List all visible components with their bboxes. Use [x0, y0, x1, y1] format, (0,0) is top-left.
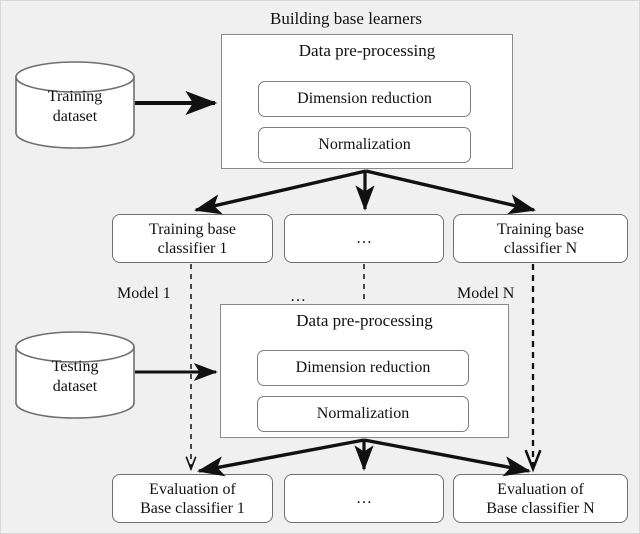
preprocessing-bottom-heading: Data pre-processing — [296, 311, 433, 330]
evaluation-base-classifier-1-line1: Evaluation of — [149, 480, 236, 498]
testing-dataset-cylinder: Testing dataset — [14, 331, 136, 419]
diagram-title: Building base learners — [269, 9, 422, 28]
training-dataset-cylinder: Training dataset — [14, 61, 136, 149]
training-base-classifier-ellipsis-box[interactable]: … — [284, 214, 444, 263]
evaluation-base-classifier-1-box[interactable]: Evaluation of Base classifier 1 — [112, 474, 273, 523]
arrow-preprocessing-to-classifier-n — [365, 169, 536, 215]
model-n-label: Model N — [457, 285, 515, 302]
arrow-preprocessing-to-evaluation-n — [363, 438, 532, 477]
dimension-reduction-label-top: Dimension reduction — [297, 90, 432, 107]
normalization-box-top[interactable]: Normalization — [258, 127, 471, 163]
evaluation-ellipsis-box[interactable]: … — [284, 474, 444, 523]
evaluation-base-classifier-1-line2: Base classifier 1 — [140, 499, 245, 517]
training-dataset-label: Training dataset — [14, 87, 136, 127]
preprocessing-box-bottom: Data pre-processing Dimension reduction … — [220, 304, 509, 438]
testing-dataset-line1: Testing — [51, 358, 99, 375]
preprocessing-top-heading: Data pre-processing — [298, 41, 436, 60]
arrow-preprocessing-to-classifier-1 — [194, 169, 367, 215]
arrow-preprocessing-to-evaluation-1 — [196, 438, 365, 477]
testing-dataset-label: Testing dataset — [14, 357, 136, 397]
normalization-label-top: Normalization — [318, 136, 411, 153]
evaluation-base-classifier-n-box[interactable]: Evaluation of Base classifier N — [453, 474, 628, 523]
training-base-classifier-ellipsis-label: … — [356, 230, 372, 247]
training-base-classifier-1-line1: Training base — [149, 220, 236, 238]
training-base-classifier-n-box[interactable]: Training base classifier N — [453, 214, 628, 263]
training-base-classifier-1-line2: classifier 1 — [157, 239, 228, 257]
training-dataset-line1: Training — [47, 88, 103, 105]
cylinder-shape — [15, 331, 135, 419]
evaluation-base-classifier-n-line1: Evaluation of — [497, 480, 584, 498]
dimension-reduction-box-top[interactable]: Dimension reduction — [258, 81, 471, 117]
normalization-label-bottom: Normalization — [316, 405, 410, 422]
evaluation-ellipsis-label: … — [356, 490, 372, 507]
cylinder-shape — [15, 61, 135, 149]
dimension-reduction-label-bottom: Dimension reduction — [295, 359, 431, 376]
model-middle-ellipsis-label: … — [290, 288, 307, 305]
model-1-label: Model 1 — [117, 285, 171, 302]
training-base-classifier-n-line2: classifier N — [503, 239, 578, 257]
evaluation-base-classifier-n-line2: Base classifier N — [486, 499, 595, 517]
training-base-classifier-n-line1: Training base — [497, 220, 584, 238]
training-dataset-line2: dataset — [52, 108, 98, 125]
testing-dataset-line2: dataset — [52, 378, 98, 395]
training-base-classifier-1-box[interactable]: Training base classifier 1 — [112, 214, 273, 263]
preprocessing-box-top: Data pre-processing Dimension reduction … — [221, 34, 513, 169]
dimension-reduction-box-bottom[interactable]: Dimension reduction — [257, 350, 469, 386]
normalization-box-bottom[interactable]: Normalization — [257, 396, 469, 432]
